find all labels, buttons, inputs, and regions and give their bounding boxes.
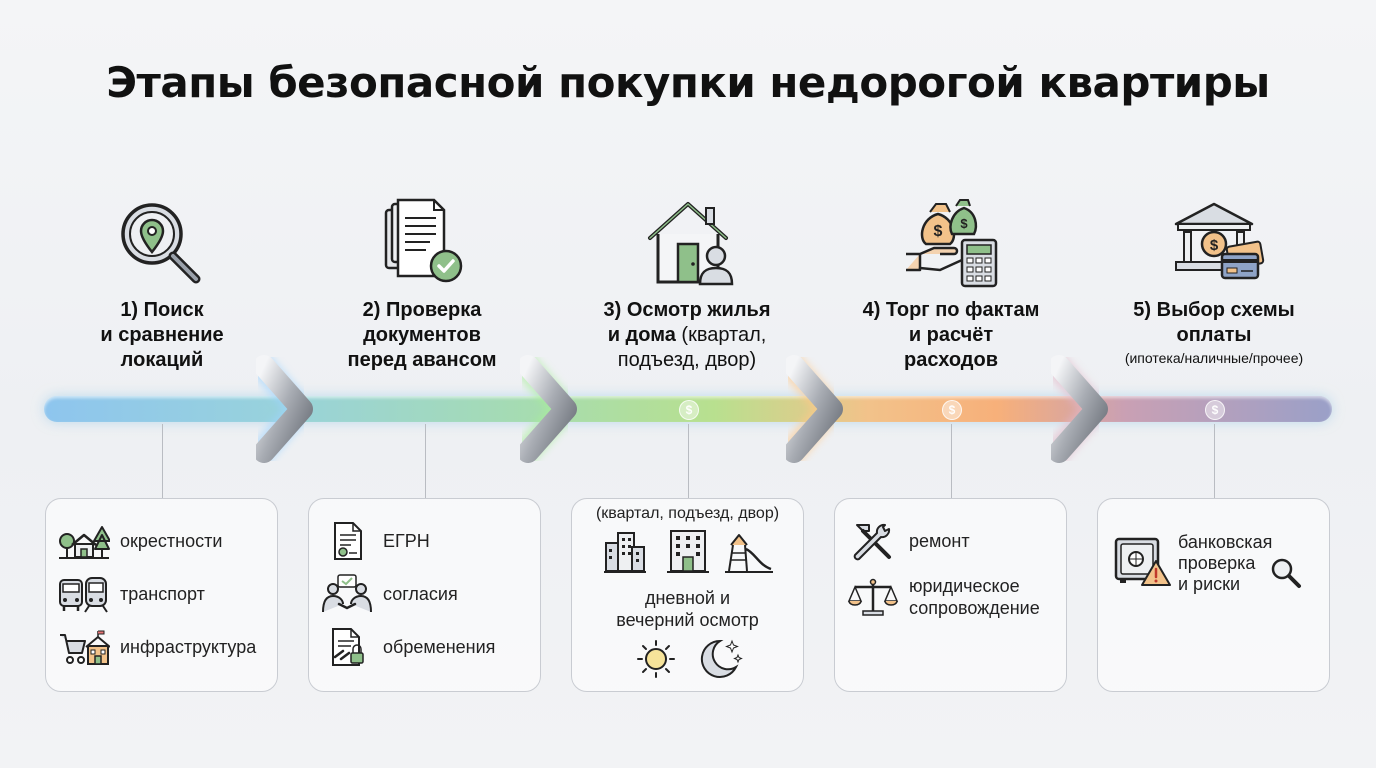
encumbrance-icon [332,628,364,666]
step-2-title: 2) Проверка документов перед авансом [347,299,497,371]
card-subtitle: (квартал, подъезд, двор) [595,505,780,522]
list-item: банковская проверка и риски [1178,532,1273,594]
svg-text:$: $ [960,216,968,231]
step-3-card: (квартал, подъезд, двор) дневной и вечер… [571,498,804,692]
step-2-card: ЕГРН согласия обременения [308,498,541,692]
sun-icon [637,640,675,678]
step-5-subtitle: (ипотека/наличные/прочее) [1124,350,1304,366]
egrn-document-icon [334,522,362,560]
documents-check-icon [384,198,463,283]
connector-line [1214,424,1215,498]
transport-icon [59,577,108,613]
step-1-card: окрестности транспорт [45,498,278,692]
list-item: юридическое сопровождение [847,575,1040,619]
playground-icon [725,534,773,573]
list-item: согласия [321,574,458,614]
legal-scales-icon [847,578,899,616]
entrance-building-icon [667,530,709,573]
step-5-title: 5) Выбор схемы оплаты (ипотека/наличные/… [1089,298,1339,368]
step-3-title: 3) Осмотр жилья и дома (квартал, подъезд… [603,299,771,371]
dollar-coin-icon: $ [942,400,962,420]
neighborhood-icon [59,526,110,559]
card-text: дневной и вечерний осмотр [616,588,759,630]
step-4-card: ремонт юридическое сопровождение [834,498,1067,692]
chevron-right-icon [786,353,843,465]
infrastructure-icon [60,630,110,665]
svg-text:$: $ [934,223,943,240]
moon-stars-icon [700,639,743,678]
dollar-coin-icon: $ [1205,400,1225,420]
chevron-right-icon [520,353,577,465]
list-item: окрестности [58,521,222,561]
bank-payment-icon: $ [1174,202,1265,280]
repair-tools-icon [853,523,891,561]
dollar-coin-icon: $ [679,400,699,420]
money-calculator-icon: $ $ [906,199,998,288]
safe-risk-icon [1114,537,1171,586]
list-item: транспорт [58,574,205,614]
connector-line [425,424,426,498]
list-item: инфраструктура [58,627,256,667]
page-title: Этапы безопасной покупки недорогой кварт… [106,58,1270,107]
chevron-right-icon [1051,353,1108,465]
step-1-title: 1) Поиск и сравнение локаций [100,299,224,371]
connector-line [688,424,689,498]
magnifier-icon [1271,558,1301,588]
step-4-title: 4) Торг по фактам и расчёт расходов [862,299,1040,371]
list-item: ЕГРН [321,521,430,561]
house-inspection-icon [648,202,734,286]
chevron-right-icon [256,353,313,465]
apartment-blocks-icon [604,532,646,573]
connector-line [951,424,952,498]
svg-text:$: $ [1210,237,1219,254]
step-5-card: банковская проверка и риски [1097,498,1330,692]
list-item: обременения [321,627,495,667]
connector-line [162,424,163,498]
list-item: ремонт [847,521,970,561]
location-search-icon [121,203,201,284]
consent-icon [322,574,372,613]
